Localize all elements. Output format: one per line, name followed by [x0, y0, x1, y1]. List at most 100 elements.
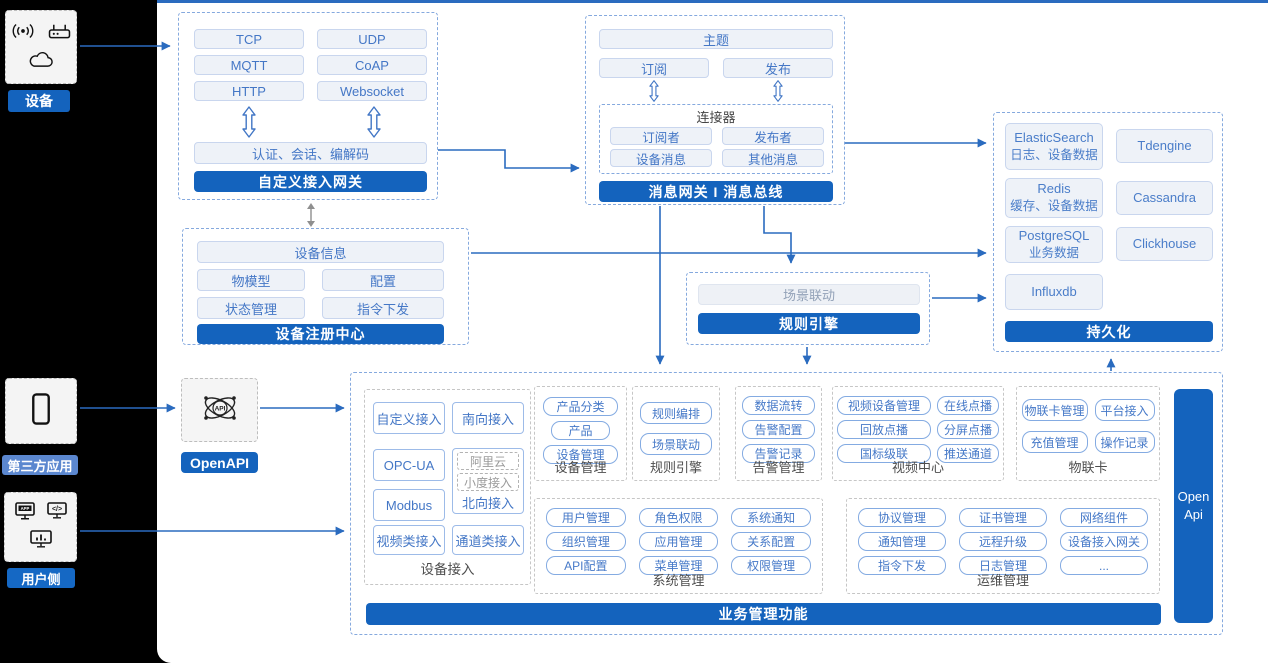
chip-custom-access: 自定义接入	[373, 402, 445, 434]
section-label-text: 视频中心	[891, 460, 944, 475]
device-message-chip: 设备消息	[610, 149, 712, 167]
protocol-udp: UDP	[358, 31, 386, 47]
section-rule-engine: 规则编排 场景联动 规则引擎	[632, 386, 720, 481]
section-label: 运维管理	[847, 570, 1159, 589]
chip-gb-cascade: 国标级联	[837, 444, 931, 463]
section-label: 规则引擎	[633, 457, 719, 476]
rule-engine-title: 规则引擎	[698, 313, 920, 334]
chip-text: OPC-UA	[383, 457, 435, 473]
topic-text: 主题	[702, 32, 729, 48]
broadcast-icon	[11, 22, 35, 45]
store-elasticsearch: ElasticSearch 日志、设备数据	[1005, 123, 1103, 170]
chip-text: 菜单管理	[654, 559, 703, 573]
section-iot-card: 物联卡管理 平台接入 充值管理 操作记录 物联卡	[1016, 386, 1160, 481]
chip-scene-linkage: 场景联动	[639, 433, 712, 455]
chip-text: 设备接入网关	[1067, 535, 1140, 549]
third-party-label: 第三方应用	[2, 455, 78, 475]
device-sources-box	[5, 10, 77, 84]
chip-text: 小度接入	[463, 475, 512, 490]
section-device-access: 自定义接入 南向接入 OPC-UA 阿里云 小度接入 北向接入 Modbus 视…	[364, 389, 531, 585]
chip-text: 推送通道	[943, 447, 992, 461]
subscriber-text: 订阅者	[642, 130, 680, 145]
store-name: Tdengine	[1137, 137, 1192, 153]
business-title-text: 业务管理功能	[718, 606, 809, 622]
chip-text: 阿里云	[469, 454, 506, 469]
third-party-box	[5, 378, 77, 444]
store-clickhouse: Clickhouse	[1116, 227, 1213, 261]
section-video: 视频设备管理 在线点播 回放点播 分屏点播 国标级联 推送通道 视频中心	[832, 386, 1004, 481]
user-side-label: 用户侧	[7, 568, 75, 588]
chip-system-notice: 系统通知	[731, 508, 811, 527]
device-info-text: 设备信息	[294, 245, 347, 261]
status-mgmt-chip: 状态管理	[197, 297, 305, 319]
chip-text: 远程升级	[978, 535, 1027, 549]
store-redis: Redis 缓存、设备数据	[1005, 178, 1103, 218]
chip-permission-mgmt: 权限管理	[731, 556, 811, 575]
protocol-mqtt: MQTT	[230, 57, 268, 73]
chip-platform-access: 平台接入	[1094, 399, 1155, 421]
chip-south-access: 南向接入	[452, 402, 524, 434]
subscriber-chip: 订阅者	[610, 127, 712, 145]
persistence-title-text: 持久化	[1086, 323, 1132, 340]
message-bus-title-text: 消息网关 I 消息总线	[648, 183, 784, 200]
custom-gateway-title: 自定义接入网关	[194, 171, 427, 192]
publish-chip: 发布	[723, 58, 833, 78]
chip-command-send: 指令下发	[858, 556, 946, 575]
chip-text: 南向接入	[461, 411, 514, 427]
chip-text: Modbus	[385, 497, 433, 513]
chip-alarm-record: 告警记录	[742, 444, 815, 463]
chip-product: 产品	[551, 421, 610, 440]
device-message-text: 设备消息	[635, 152, 686, 167]
device-info-chip: 设备信息	[197, 241, 444, 263]
connector-title-text: 连接器	[696, 110, 736, 125]
store-name: PostgreSQL	[1018, 227, 1090, 243]
openapi-label-text: OpenAPI	[189, 454, 250, 471]
chip-text: 产品	[568, 424, 593, 438]
chip-north-access: 阿里云 小度接入 北向接入	[452, 448, 524, 514]
section-alarm: 数据流转 告警配置 告警记录 告警管理	[735, 386, 822, 481]
config-chip: 配置	[322, 269, 444, 291]
router-icon	[47, 21, 72, 45]
protocol-http: HTTP	[232, 83, 266, 99]
chip-menu-mgmt: 菜单管理	[638, 556, 719, 575]
chip-org-mgmt: 组织管理	[546, 532, 626, 551]
chip-text: 场景联动	[651, 437, 700, 452]
chip-playback: 回放点播	[837, 420, 931, 439]
chip-text: 通知管理	[877, 535, 926, 549]
chart-icon	[29, 529, 53, 554]
scene-linkage-chip: 场景联动	[698, 284, 920, 305]
device-rail-label-text: 设备	[25, 93, 53, 109]
user-side-box: APP </>	[4, 492, 77, 562]
chip-text: 关系配置	[747, 535, 796, 549]
section-label-text: 系统管理	[652, 573, 705, 588]
chip-iot-card-mgmt: 物联卡管理	[1021, 399, 1088, 421]
device-registry-box: 设备信息 物模型 配置 状态管理 指令下发 设备注册中心	[182, 228, 469, 345]
store-influxdb: Influxdb	[1005, 274, 1103, 310]
rule-engine-title-text: 规则引擎	[779, 315, 839, 332]
section-ops: 协议管理 证书管理 网络组件 通知管理 远程升级 设备接入网关 指令下发 日志管…	[846, 498, 1160, 594]
chip-text: 在线点播	[943, 399, 992, 413]
chip-text: 角色权限	[654, 511, 703, 525]
store-desc: 业务数据	[1028, 245, 1079, 260]
section-label: 物联卡	[1017, 457, 1159, 476]
custom-gateway-box: TCP UDP MQTT CoAP HTTP Websocket 认证、会话、编…	[178, 12, 438, 200]
command-text: 指令下发	[356, 301, 409, 317]
chip-cert-mgmt: 证书管理	[959, 508, 1047, 527]
openapi-box: API	[181, 378, 258, 442]
chip-remote-upgrade: 远程升级	[959, 532, 1047, 551]
app-icon: APP	[14, 501, 36, 526]
chip-push-channel: 推送通道	[937, 444, 999, 463]
persistence-box: ElasticSearch 日志、设备数据 Tdengine Redis 缓存、…	[993, 112, 1223, 352]
publish-text: 发布	[764, 61, 791, 77]
section-label: 设备接入	[365, 558, 530, 578]
chip-text: 回放点播	[859, 423, 908, 437]
publisher-text: 发布者	[754, 130, 792, 145]
chip-role-permission: 角色权限	[638, 508, 719, 527]
chip-text: 证书管理	[978, 511, 1027, 525]
double-arrow-icon	[648, 80, 660, 107]
chip-rule-orchestration: 规则编排	[639, 402, 712, 424]
topic-chip: 主题	[599, 29, 833, 49]
store-name: Influxdb	[1031, 283, 1077, 299]
scene-linkage-text: 场景联动	[782, 288, 835, 303]
